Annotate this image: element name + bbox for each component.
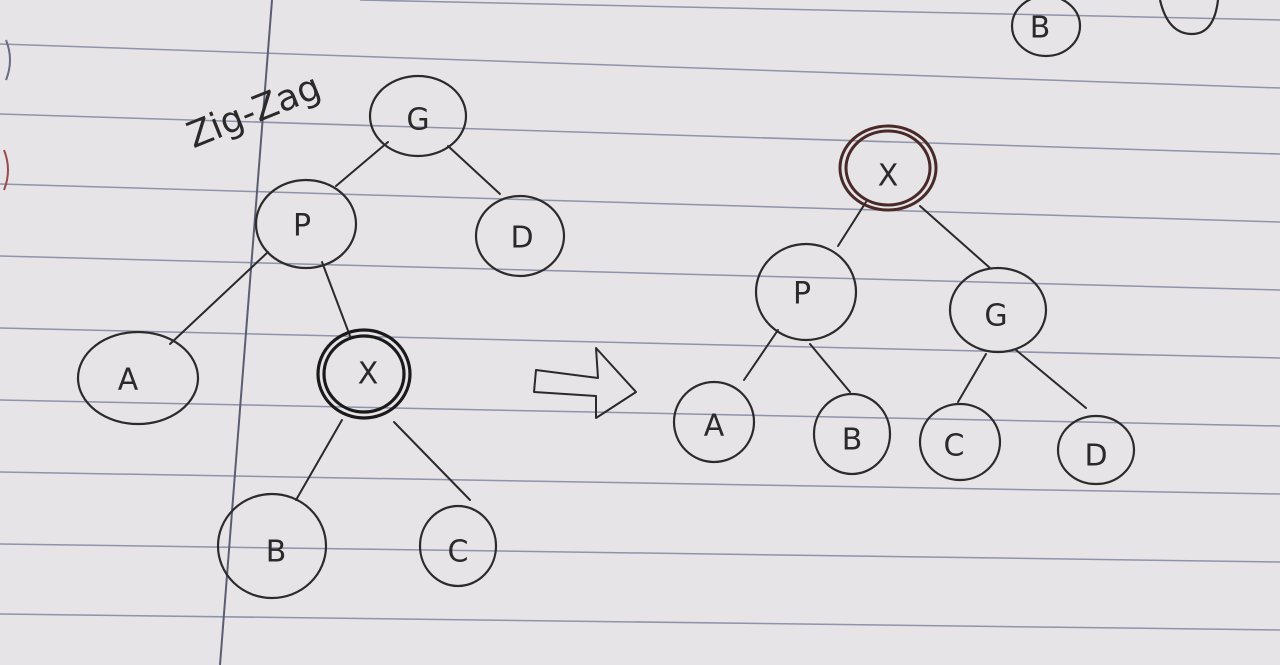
- svg-text:D: D: [510, 221, 533, 256]
- edge-x-b: [295, 419, 343, 501]
- edge-g-d-right: [1015, 349, 1087, 409]
- left-node-p: P: [254, 178, 358, 270]
- svg-text:X: X: [878, 159, 899, 194]
- svg-text:X: X: [358, 357, 379, 392]
- edge-p-a-right: [743, 329, 779, 381]
- svg-text:D: D: [1084, 439, 1107, 474]
- corner-node-partial: [1158, 0, 1220, 36]
- edge-g-c-right: [957, 353, 987, 403]
- margin-line: [219, 0, 273, 665]
- svg-text:B: B: [266, 535, 287, 570]
- ruled-lines: [0, 0, 1280, 631]
- right-node-b: B: [812, 392, 892, 476]
- edge-p-b-right: [809, 343, 851, 393]
- svg-text:B: B: [1030, 11, 1051, 46]
- right-node-x: X: [838, 124, 938, 212]
- svg-text:C: C: [448, 535, 469, 570]
- right-node-a: A: [672, 380, 756, 464]
- svg-text:P: P: [793, 277, 811, 312]
- right-node-c: C: [918, 402, 1002, 482]
- right-node-d: D: [1056, 414, 1136, 486]
- edge-g-d: [447, 145, 501, 195]
- svg-text:G: G: [984, 299, 1007, 334]
- left-node-c: C: [418, 504, 498, 588]
- left-node-d: D: [474, 194, 566, 278]
- left-node-a: A: [76, 330, 200, 426]
- svg-text:A: A: [704, 409, 725, 444]
- edge-x-p: [837, 201, 867, 247]
- svg-text:A: A: [118, 363, 139, 398]
- left-tree-edges: [169, 141, 501, 501]
- right-node-g: G: [948, 266, 1048, 354]
- transform-arrow: [533, 347, 637, 419]
- svg-text:C: C: [944, 429, 965, 464]
- edge-g-p: [335, 141, 389, 187]
- edge-p-x: [321, 261, 351, 337]
- right-tree-edges: [743, 201, 1087, 409]
- left-node-b: B: [216, 492, 328, 600]
- svg-text:P: P: [293, 209, 311, 244]
- svg-text:B: B: [842, 423, 863, 458]
- edge-x-g: [919, 205, 991, 269]
- right-node-p: P: [754, 242, 858, 342]
- left-node-g: G: [368, 74, 468, 158]
- edge-p-a: [169, 251, 269, 345]
- svg-text:G: G: [406, 103, 429, 138]
- edge-x-c: [393, 421, 471, 501]
- left-node-x: X: [316, 328, 412, 420]
- corner-node-b: B: [1010, 0, 1082, 58]
- binding-marks: [3, 39, 11, 191]
